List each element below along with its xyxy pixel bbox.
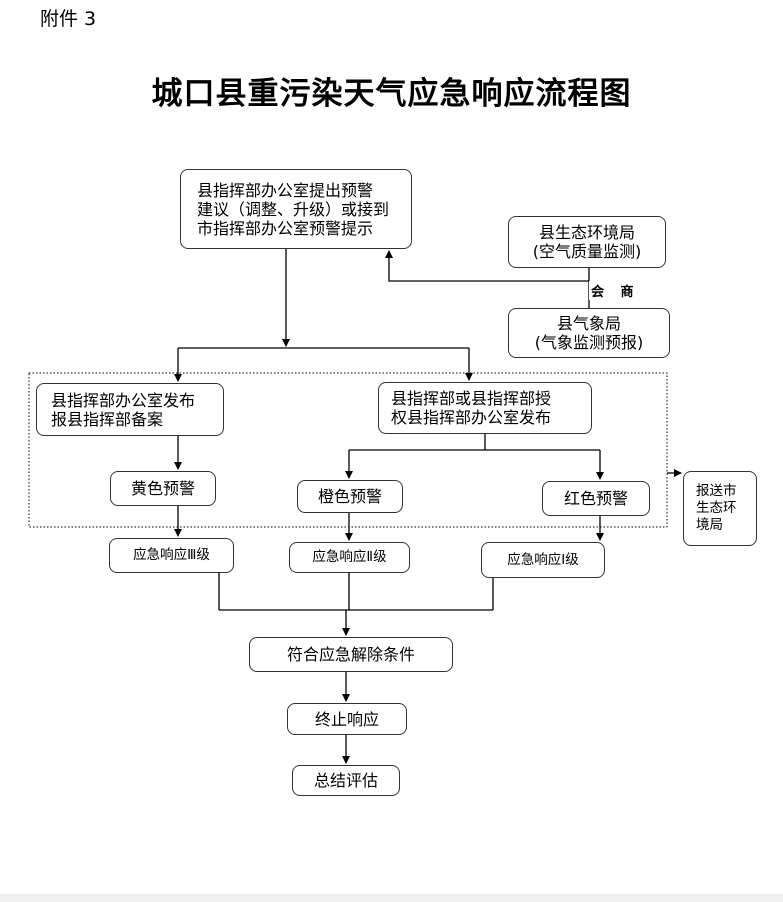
page-bottom-strip <box>0 894 783 902</box>
node-response-level-1: 应急响应Ⅰ级 <box>481 542 605 578</box>
node-eco-monitor: 县生态环境局 (空气质量监测) <box>508 216 666 268</box>
node-response-level-3: 应急响应Ⅲ级 <box>109 538 234 573</box>
node-weather: 县气象局 (气象监测预报) <box>508 308 670 358</box>
node-proposal: 县指挥部办公室提出预警 建议（调整、升级）或接到 市指挥部办公室预警提示 <box>180 169 412 249</box>
node-terminate-response: 终止响应 <box>287 703 407 735</box>
node-response-level-2: 应急响应Ⅱ级 <box>289 542 410 573</box>
node-report-city: 报送市 生态环 境局 <box>683 471 757 546</box>
node-summary-evaluation: 总结评估 <box>292 765 400 796</box>
node-authorized-publish: 县指挥部或县指挥部授 权县指挥部办公室发布 <box>378 382 592 434</box>
node-county-office-publish: 县指挥部办公室发布 报县指挥部备案 <box>36 383 224 436</box>
label-consult: 会 商 <box>589 281 642 300</box>
page-title: 城口县重污染天气应急响应流程图 <box>151 76 632 112</box>
publish-region-border <box>28 372 668 528</box>
node-orange-warning: 橙色预警 <box>297 480 403 513</box>
annex-label: 附件 3 <box>40 8 97 30</box>
node-red-warning: 红色预警 <box>542 481 650 516</box>
connector-consult-proposal <box>385 250 589 282</box>
node-yellow-warning: 黄色预警 <box>110 471 216 506</box>
node-release-condition: 符合应急解除条件 <box>249 637 453 672</box>
